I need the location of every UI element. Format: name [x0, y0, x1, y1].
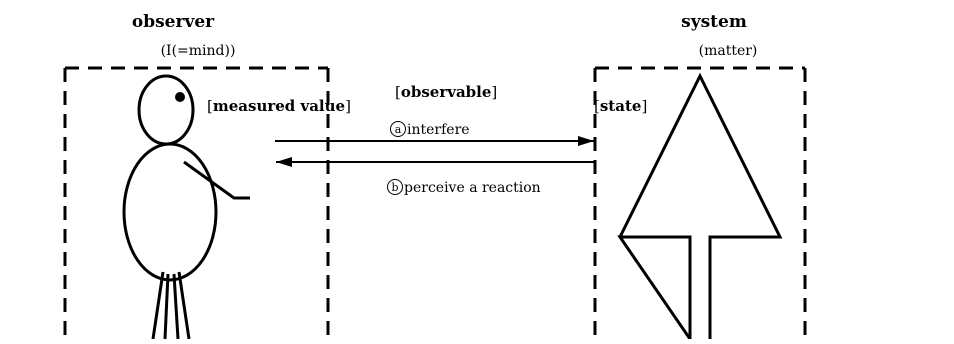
observer-head	[139, 76, 193, 144]
system-arrow-shape	[620, 76, 780, 339]
interfere-text: interfere	[407, 122, 470, 138]
state-label: [state]	[594, 97, 647, 115]
observer-figure	[124, 76, 250, 339]
system-title: system	[681, 12, 747, 32]
interfere-label: a interfere	[391, 122, 470, 139]
observable-label: [observable]	[395, 83, 497, 101]
observer-legs	[153, 272, 189, 339]
observer-eye	[175, 92, 185, 102]
observer-body	[124, 144, 216, 280]
observer-title: observer	[132, 12, 215, 32]
reaction-label: b perceive a reaction	[388, 180, 541, 197]
system-subtitle: (matter)	[699, 43, 758, 59]
interfere-marker-letter: a	[395, 123, 402, 136]
reaction-text: perceive a reaction	[404, 180, 541, 196]
reaction-marker-letter: b	[391, 181, 398, 194]
observer-subtitle: (I(=mind))	[161, 43, 236, 59]
measured-value-label: [measured value]	[207, 97, 351, 115]
